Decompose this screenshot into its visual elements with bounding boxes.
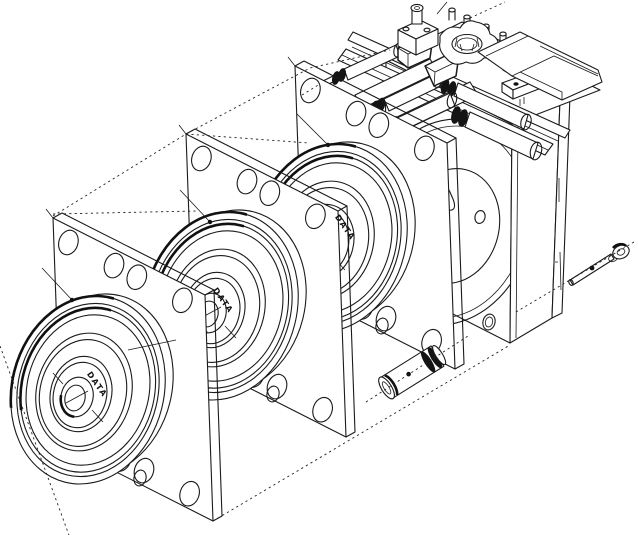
small-hole bbox=[474, 210, 486, 224]
stepped-block bbox=[477, 31, 603, 101]
threaded-hole bbox=[482, 313, 496, 331]
bolt-exploded bbox=[568, 242, 630, 286]
adjuster-screw bbox=[397, 3, 439, 56]
clamp-block bbox=[424, 54, 459, 87]
hex-bolt bbox=[451, 33, 483, 55]
top-mechanism bbox=[317, 3, 603, 161]
leader-lines bbox=[41, 1, 595, 351]
roller bbox=[451, 106, 543, 161]
